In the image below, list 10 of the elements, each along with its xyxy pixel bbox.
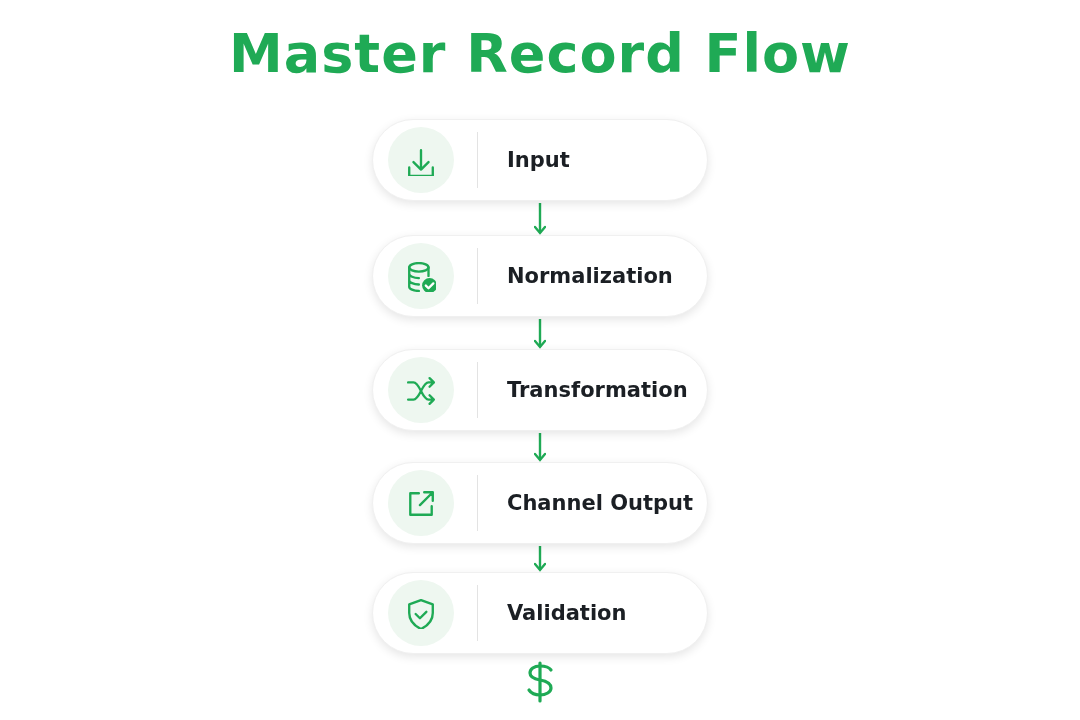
step-label: Normalization <box>507 264 673 288</box>
title: Master Record Flow <box>228 22 852 85</box>
step-label: Channel Output <box>507 491 694 515</box>
step-label: Validation <box>507 601 627 625</box>
arrow <box>533 203 547 235</box>
arrow <box>533 319 547 349</box>
step-label: Transformation <box>507 378 688 402</box>
arrow <box>533 546 547 572</box>
arrow <box>533 433 547 462</box>
step-label: Input <box>507 148 570 172</box>
